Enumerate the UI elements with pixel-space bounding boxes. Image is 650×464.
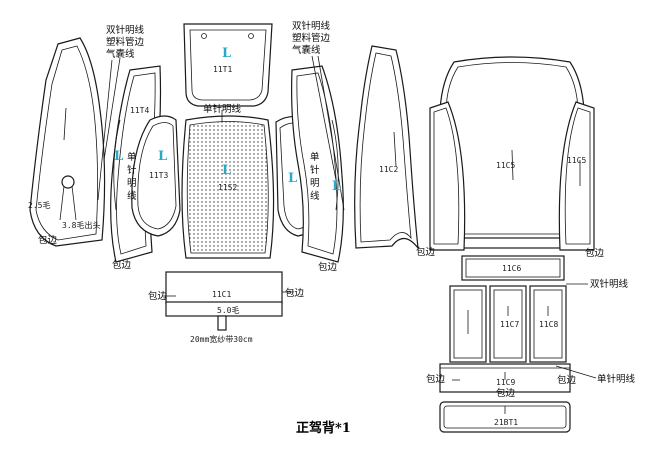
piece-11s2 [181, 115, 275, 259]
piece-11c8 [529, 285, 567, 363]
leader-lines [97, 55, 597, 381]
note-double-stitch-c7: 双针明线 [590, 278, 629, 290]
label-11s2: 11S2 [218, 183, 237, 192]
l-mark-t1: L [222, 46, 231, 61]
note-single-stitch-top: 单针明线 [203, 103, 242, 115]
piece-right-wing [291, 65, 344, 263]
l-mark-t3: L [158, 149, 167, 164]
note-binding-7: 包边 [585, 247, 605, 259]
note-vertical-left-3: 明 [127, 178, 137, 189]
note-binding-8: 包边 [426, 373, 446, 385]
note-binding-6: 包边 [416, 246, 436, 258]
note-vertical-left-4: 线 [127, 190, 137, 202]
note-vertical-right-3: 明 [310, 178, 320, 189]
piece-21bt1 [439, 401, 571, 433]
note-vertical-right-1: 单 [310, 151, 320, 163]
note-vertical-right-4: 线 [310, 190, 320, 202]
label-11c9: 11C9 [496, 378, 515, 387]
piece-left-outer [29, 37, 106, 247]
label-11c6: 11C6 [502, 264, 521, 273]
label-11c7: 11C7 [500, 320, 519, 329]
piece-11c5-left-strip [429, 101, 466, 251]
sheet-title: 正驾背*1 [296, 420, 351, 436]
piece-11c9 [439, 363, 571, 393]
note-airbag-right: 气囊线 [292, 44, 321, 56]
piece-11c1 [165, 271, 283, 331]
piece-11c7 [489, 285, 527, 363]
piece-11c7-left [449, 285, 487, 363]
label-21bt1: 21BT1 [494, 418, 518, 427]
piece-11c5-right-strip [558, 101, 595, 251]
l-mark-right-wing: L [332, 179, 341, 194]
l-mark-right-inner: L [288, 171, 297, 186]
piece-11c2 [354, 45, 419, 251]
note-airbag-left: 气囊线 [106, 48, 135, 60]
note-vertical-right-2: 针 [310, 164, 320, 176]
note-binding-3: 包边 [318, 261, 338, 273]
note-binding-4: 包边 [148, 290, 168, 302]
note-piping-right: 塑料管边 [292, 32, 331, 44]
piece-11t1 [183, 23, 273, 107]
label-11t1: 11T1 [213, 65, 232, 74]
label-11c8: 11C8 [539, 320, 558, 329]
note-strap: 20mm宽纱带30cm [190, 334, 253, 344]
piece-11c6 [461, 255, 565, 281]
label-11c1: 11C1 [212, 290, 231, 299]
l-mark-left-outer: L [114, 149, 123, 164]
note-double-stitch-right: 双针明线 [292, 20, 331, 32]
note-dim-50: 5.0毛 [217, 305, 239, 315]
note-binding-1: 包边 [38, 234, 58, 246]
label-11c5-right: 11C5 [567, 156, 586, 165]
label-11t4: 11T4 [130, 106, 149, 115]
label-11c2: 11C2 [379, 165, 398, 174]
note-binding-5: 包边 [285, 287, 305, 299]
note-vertical-left-1: 单 [127, 151, 137, 163]
note-piping-left: 塑料管边 [106, 36, 145, 48]
note-binding-9: 包边 [557, 374, 577, 386]
label-11c5-center: 11C5 [496, 161, 515, 170]
note-double-stitch-left: 双针明线 [106, 24, 145, 36]
note-vertical-left-2: 针 [127, 164, 137, 176]
note-single-stitch-c9: 单针明线 [597, 373, 636, 385]
piece-11t3 [131, 115, 181, 237]
note-dim-38: 3.8毛出头 [62, 220, 100, 230]
note-binding-10: 包边 [496, 387, 516, 399]
note-binding-2: 包边 [112, 259, 132, 271]
label-11t3: 11T3 [149, 171, 168, 180]
note-dim-25: 2.5毛 [28, 200, 50, 210]
l-mark-s2: L [222, 163, 231, 178]
